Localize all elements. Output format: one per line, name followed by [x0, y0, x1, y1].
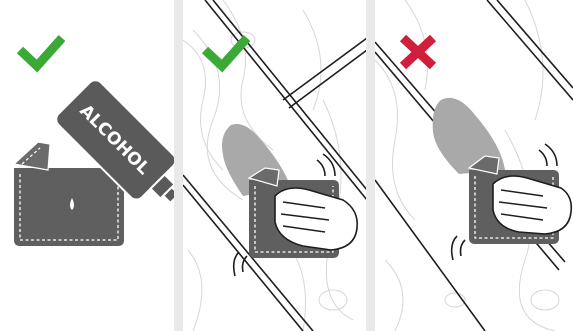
panel-wipe-across-boards [375, 0, 573, 331]
cross-icon [403, 38, 433, 66]
panel-cleaning: ALCOHOL [0, 0, 175, 331]
cleaning-illustration: ALCOHOL [0, 0, 175, 331]
panel-divider [174, 0, 183, 331]
panel-wipe-along-boards [183, 0, 367, 331]
wipe-along-illustration [183, 0, 367, 331]
hand-icon [493, 176, 571, 234]
check-icon [205, 38, 247, 66]
panel-divider [366, 0, 375, 331]
wipe-across-illustration [375, 0, 573, 331]
check-icon [20, 38, 62, 66]
